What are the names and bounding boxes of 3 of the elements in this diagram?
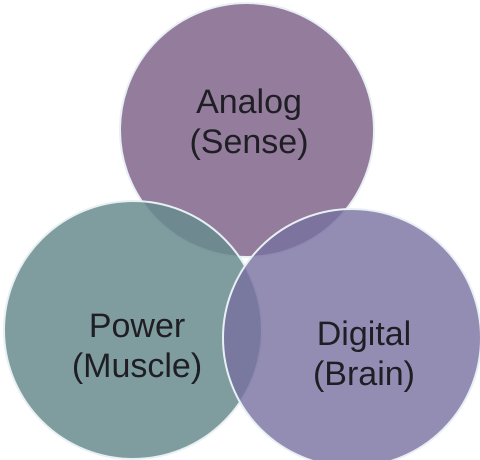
circle-label: Analog (Sense) xyxy=(188,82,310,162)
circle-label: Digital (Brain) xyxy=(312,314,416,394)
circle-label: Power (Muscle) xyxy=(70,306,204,386)
